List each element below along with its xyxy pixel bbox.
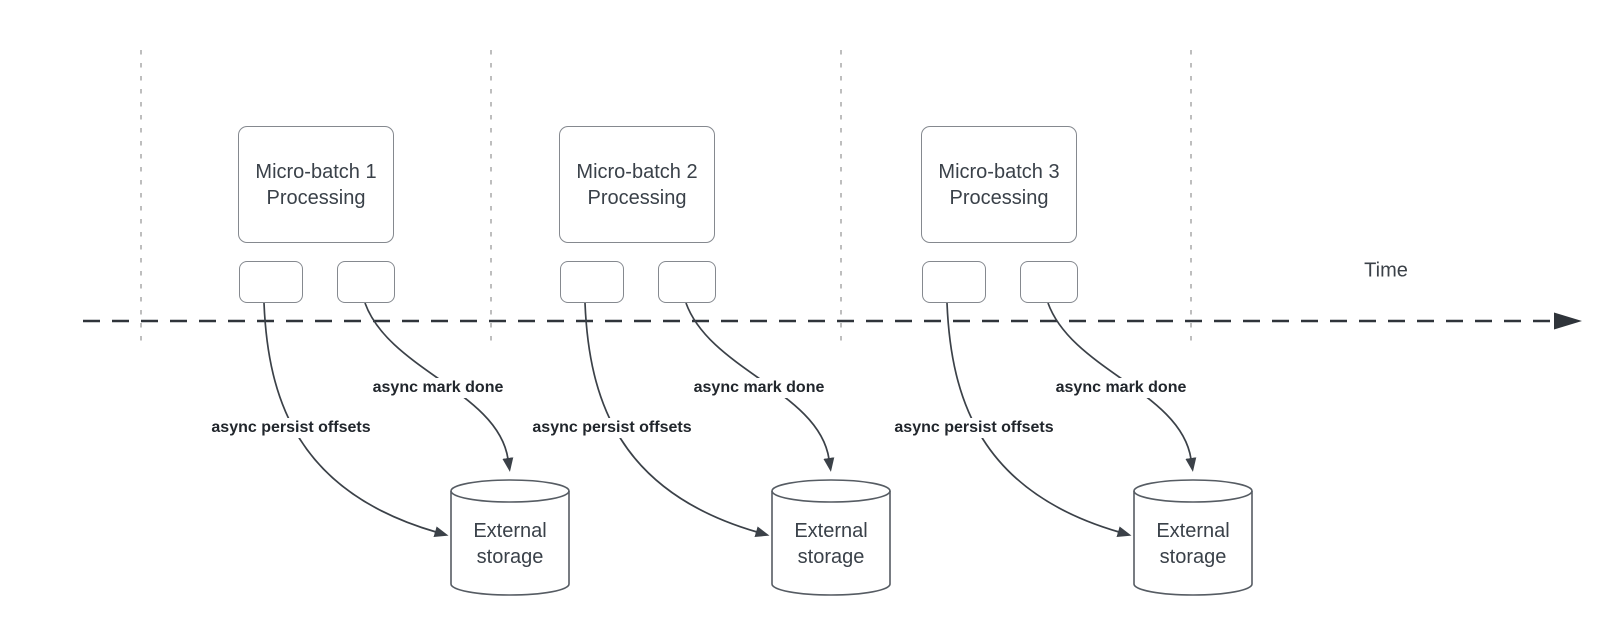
proc-box-title-line2: Processing [266,186,366,209]
external-storage-label-line2: storage [1159,546,1227,568]
async-mark-done-label: async mark done [1051,378,1191,398]
async-mark-done-label: async mark done [368,378,508,398]
async-persist-offsets-label: async persist offsets [890,418,1058,438]
external-storage-cylinder [450,479,570,596]
external-storage-label: External storage [794,518,867,570]
async-persist-task-box [239,261,303,303]
async-persist-task-box [560,261,624,303]
proc-box-title-line1: Micro-batch 2 [576,160,698,183]
external-storage-label-line1: External [473,520,547,542]
async-persist-task-box [922,261,986,303]
async-mark-done-task-box [658,261,716,303]
async-mark-done-label: async mark done [689,378,829,398]
external-storage-cylinder-rim [771,490,891,503]
external-storage-label: External storage [473,518,546,570]
async-mark-done-task-box [337,261,395,303]
external-storage-label-line2: storage [797,546,865,568]
time-axis-label: Time [1364,259,1408,282]
external-storage-cylinder [771,479,891,596]
proc-box-title-line2: Processing [587,186,687,209]
micro-batch-3-processing-box: Micro-batch 3 Processing [921,126,1077,243]
micro-batch-1-shapes [263,302,570,596]
external-storage-label-line2: storage [476,546,544,568]
proc-box-title-line1: Micro-batch 3 [938,160,1060,183]
external-storage-cylinder [1133,479,1253,596]
async-persist-offsets-arrow [946,302,1132,538]
time-axis-arrowhead-icon [1554,312,1582,330]
external-storage-label: External storage [1156,518,1229,570]
async-mark-done-task-box [1020,261,1078,303]
async-persist-offsets-arrow [584,302,770,538]
external-storage-label-line1: External [794,520,868,542]
proc-box-title-line2: Processing [949,186,1049,209]
proc-box-title-line1: Micro-batch 1 [255,160,377,183]
async-persist-offsets-label: async persist offsets [528,418,696,438]
external-storage-cylinder-rim [1133,490,1253,503]
micro-batch-1-processing-box: Micro-batch 1 Processing [238,126,394,243]
external-storage-label-line1: External [1156,520,1230,542]
async-persist-offsets-arrow [263,302,449,538]
micro-batch-2-processing-box: Micro-batch 2 Processing [559,126,715,243]
external-storage-cylinder-rim [450,490,570,503]
micro-batch-2-shapes [584,302,891,596]
async-persist-offsets-label: async persist offsets [207,418,375,438]
